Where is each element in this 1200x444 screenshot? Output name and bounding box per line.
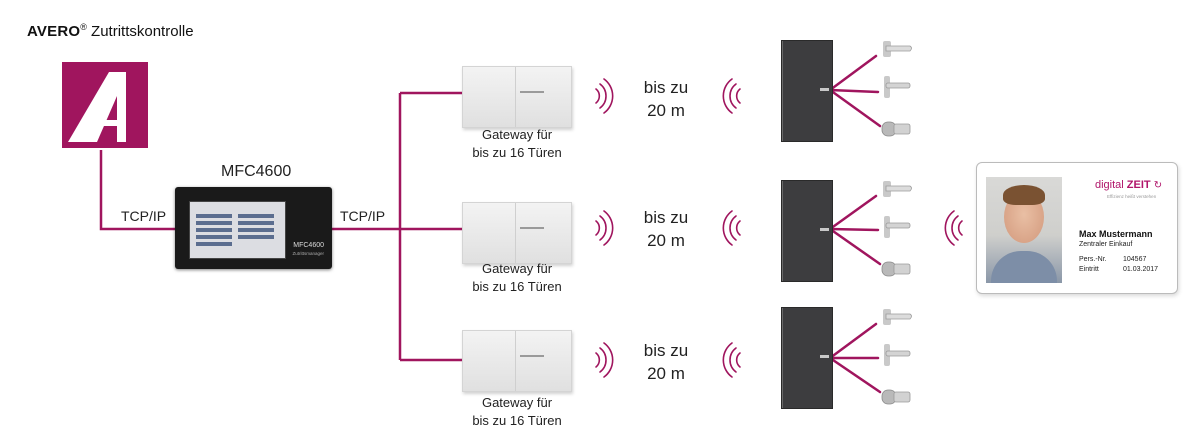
radio-wave-icon <box>722 210 741 246</box>
cylinder-lock-icon <box>881 389 911 405</box>
card-department: Zentraler Einkauf <box>1079 241 1133 248</box>
cylinder-lock-icon <box>881 121 911 137</box>
range-line1: bis zu <box>643 341 689 360</box>
cylinder-lock-icon <box>881 261 911 277</box>
door-handle-icon <box>883 181 912 197</box>
tcpip-label-left: TCP/IP <box>121 208 167 224</box>
title-product: Zutrittskontrolle <box>86 23 194 40</box>
door-fan-1 <box>828 54 882 128</box>
gateway-device-2 <box>462 202 572 264</box>
card-persnr-row: Pers.-Nr. 104567 <box>1079 256 1146 263</box>
gateway-caption-3: Gateway für bis zu 16 Türen <box>447 394 587 430</box>
gateway-caption-2: Gateway für bis zu 16 Türen <box>447 260 587 296</box>
gateway-caption-line1: Gateway für <box>481 127 553 142</box>
controller-label: MFC4600 <box>221 163 292 180</box>
brand-swirl-icon: ↻ <box>1153 180 1163 191</box>
range-label-1: bis zu 20 m <box>626 76 706 122</box>
portrait-photo <box>986 177 1062 283</box>
card-entry-row: Eintritt 01.03.2017 <box>1079 266 1158 273</box>
door-handle-icon <box>820 355 829 358</box>
gateway-caption-line1: Gateway für <box>481 261 553 276</box>
gateway-caption-line2: bis zu 16 Türen <box>472 145 562 160</box>
door-handle-icon <box>820 88 829 91</box>
lock-hardware-set-2 <box>881 181 912 277</box>
radio-wave-icon <box>595 342 614 378</box>
avero-logo <box>62 62 148 148</box>
gateway-caption-line2: bis zu 16 Türen <box>472 413 562 428</box>
door-handle-icon <box>820 228 829 231</box>
link-logo-to-controller <box>99 150 175 231</box>
door-handle-icon <box>883 41 912 57</box>
lever-handle-icon <box>884 216 911 238</box>
range-line2: 20 m <box>647 101 685 120</box>
card-entry-label: Eintritt <box>1079 266 1099 273</box>
lever-handle-icon <box>884 344 911 366</box>
door-fan-2 <box>828 194 882 266</box>
lock-hardware-set-3 <box>881 309 912 405</box>
card-entry-value: 01.03.2017 <box>1123 266 1159 273</box>
controller-screen <box>189 201 286 259</box>
radio-wave-icon <box>944 210 963 246</box>
title-reg: ® <box>80 22 87 32</box>
card-brand-a: digital <box>1095 179 1127 191</box>
card-brand: digital ZEIT ↻ <box>1095 179 1162 191</box>
lever-handle-icon <box>884 76 911 98</box>
gateway-caption-line1: Gateway für <box>481 395 553 410</box>
range-line2: 20 m <box>647 364 685 383</box>
lock-hardware-set-1 <box>881 41 912 137</box>
diagram-title: AVERO® Zutrittskontrolle <box>27 22 194 40</box>
card-persnr-value: 104567 <box>1123 256 1147 263</box>
card-name: Max Mustermann <box>1079 229 1153 239</box>
radio-wave-icon <box>595 210 614 246</box>
title-brand: AVERO <box>27 23 81 40</box>
controller-screen-brand: MFC4600 <box>293 242 324 249</box>
tcpip-label-right: TCP/IP <box>340 208 386 224</box>
door-2 <box>781 180 833 282</box>
door-fan-3 <box>828 322 882 394</box>
mfc4600-device: MFC4600 Zutrittsmanager <box>175 187 332 269</box>
controller-screen-sub: Zutrittsmanager <box>292 251 324 256</box>
range-label-2: bis zu 20 m <box>626 206 706 252</box>
door-1 <box>781 40 833 142</box>
card-brand-b: ZEIT <box>1126 179 1151 191</box>
gateway-device-3 <box>462 330 572 392</box>
employee-id-card: digital ZEIT ↻ Effizienz heißt verstehen… <box>976 162 1178 294</box>
range-line1: bis zu <box>643 208 689 227</box>
radio-wave-icon <box>722 78 741 114</box>
gateway-caption-line2: bis zu 16 Türen <box>472 279 562 294</box>
door-handle-icon <box>883 309 912 325</box>
radio-wave-icon <box>595 78 614 114</box>
card-persnr-label: Pers.-Nr. <box>1079 256 1107 263</box>
gateway-device-1 <box>462 66 572 128</box>
radio-wave-icon <box>722 342 741 378</box>
range-label-3: bis zu 20 m <box>626 339 706 385</box>
range-line2: 20 m <box>647 231 685 250</box>
range-line1: bis zu <box>643 78 689 97</box>
door-3 <box>781 307 833 409</box>
gateway-caption-1: Gateway für bis zu 16 Türen <box>447 126 587 162</box>
card-slogan: Effizienz heißt verstehen <box>1107 194 1157 199</box>
